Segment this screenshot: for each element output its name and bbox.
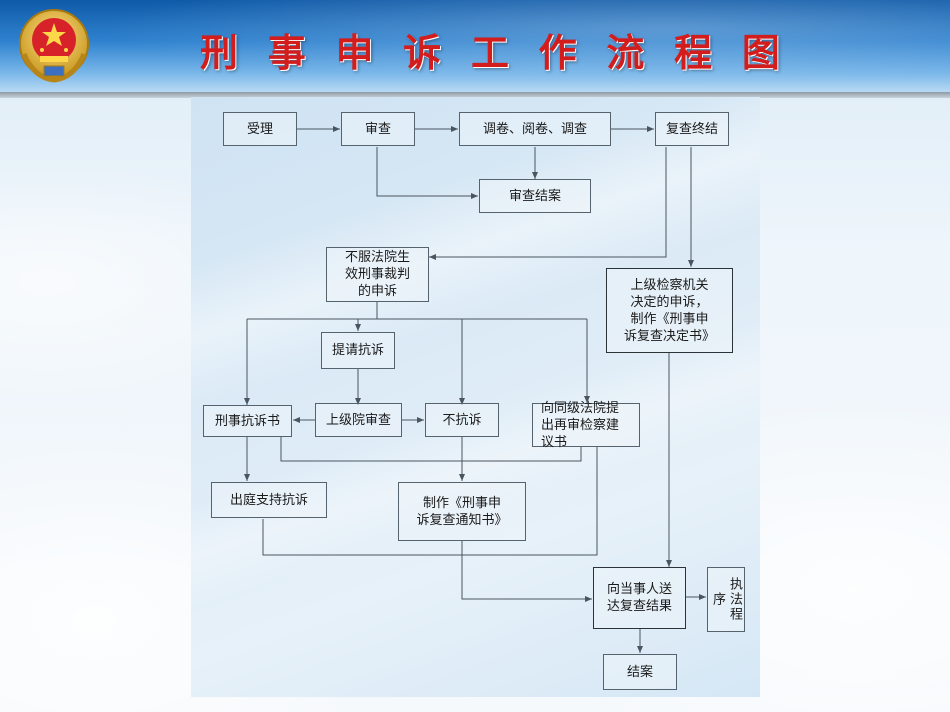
- node-protest-letter: 刑事抗诉书: [203, 405, 292, 437]
- procuratorate-emblem-icon: [19, 9, 89, 83]
- node-superior-decision: 上级检察机关 决定的申诉， 制作《刑事申 诉复查决定书》: [606, 268, 733, 353]
- title-char: 程: [674, 29, 713, 75]
- header-highlight: [0, 0, 950, 92]
- header-divider: [0, 92, 950, 98]
- node-notice: 制作《刑事申 诉复查通知书》: [398, 482, 526, 541]
- page-title: 刑 事 申 诉 工 作 流 程 图: [200, 22, 780, 76]
- header-banner: [0, 0, 950, 92]
- node-superior-decision-label: 上级检察机关 决定的申诉， 制作《刑事申 诉复查决定书》: [623, 277, 715, 344]
- title-char: 申: [335, 29, 374, 75]
- node-court-support: 出庭支持抗诉: [211, 482, 327, 518]
- node-case-closed: 结案: [603, 654, 677, 690]
- title-char: 工: [470, 29, 509, 75]
- title-char: 刑: [200, 29, 239, 75]
- node-review-closed: 审查结案: [479, 179, 591, 213]
- title-char: 事: [267, 29, 306, 75]
- title-char: 图: [741, 29, 780, 75]
- arrow-review-closed: [376, 147, 478, 199]
- node-no-protest: 不抗诉: [425, 403, 499, 437]
- node-accept: 受理: [223, 112, 297, 146]
- title-char: 流: [606, 29, 645, 75]
- arrow-notice-deliver: [461, 541, 592, 602]
- node-deliver-result-label: 向当事人送 达复查结果: [606, 582, 672, 614]
- node-retrial-suggestion: 向同级法院提 出再审检察建 议书: [532, 401, 640, 450]
- node-investigate: 调卷、阅卷、调查: [459, 112, 611, 146]
- node-deliver-result: 向当事人送 达复查结果: [593, 567, 686, 629]
- node-enforcement: 执法程序: [707, 567, 745, 632]
- node-request-protest: 提请抗诉: [321, 332, 395, 369]
- flowchart-connectors: [244, 126, 706, 653]
- node-final-review: 复查终结: [655, 112, 729, 146]
- connector-support-bar: [262, 447, 598, 556]
- title-char: 诉: [403, 29, 442, 75]
- node-court-complaint-label: 不服法院生 效刑事裁判 的申诉: [344, 250, 410, 299]
- node-court-complaint: 不服法院生 效刑事裁判 的申诉: [326, 247, 429, 302]
- connector-letter-retrial: [280, 437, 582, 462]
- arrow-final-court: [429, 147, 667, 260]
- node-notice-label: 制作《刑事申 诉复查通知书》: [416, 495, 508, 528]
- title-char: 作: [538, 29, 577, 75]
- node-retrial-suggestion-label: 向同级法院提 出再审检察建 议书: [541, 400, 620, 450]
- flowchart-panel: 受理 审查 调卷、阅卷、调查 复查终结 审查结案 不服法院生 效刑事裁判 的申诉…: [191, 97, 760, 697]
- node-superior-review: 上级院审查: [315, 403, 402, 437]
- node-review: 审查: [341, 112, 415, 146]
